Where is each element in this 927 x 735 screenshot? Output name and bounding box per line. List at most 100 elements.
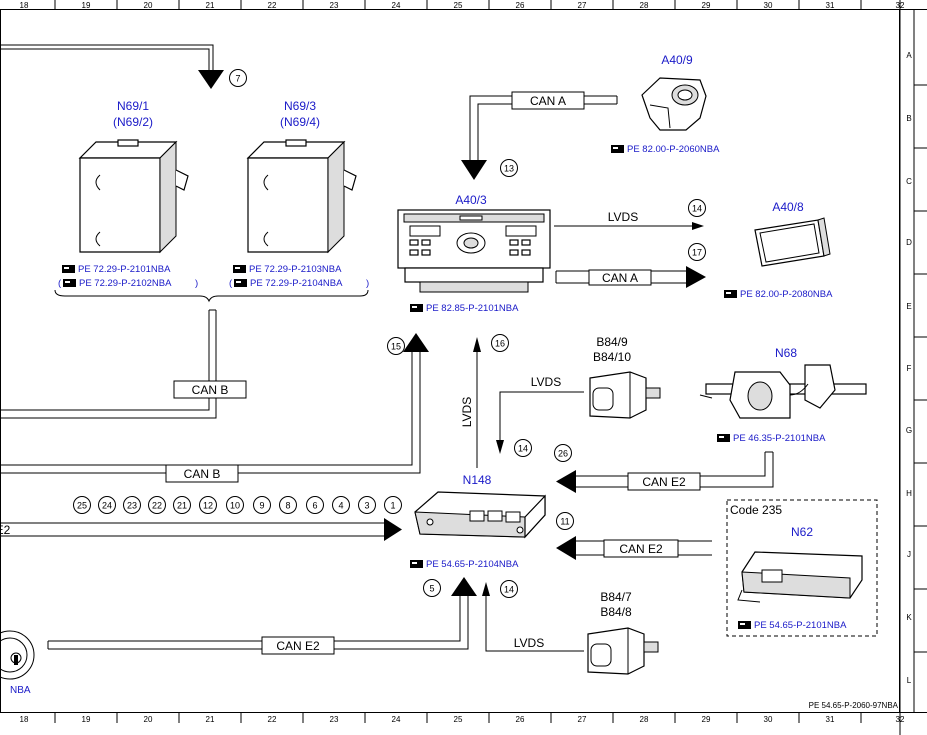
svg-text:CAN E2: CAN E2 [619, 542, 663, 556]
lvds-b84-9: LVDS [496, 375, 584, 454]
marker-17: 17 [688, 243, 706, 261]
component-n69-1: N69/1 (N69/2) PE 72.29-P-2101NBA ( PE 72… [58, 99, 198, 289]
controller-knob-icon [641, 77, 707, 131]
svg-text:28: 28 [640, 715, 649, 724]
svg-text:16: 16 [495, 339, 505, 349]
svg-text:N69/1: N69/1 [117, 99, 149, 113]
svg-text:27: 27 [578, 1, 587, 10]
marker-5: 5 [423, 579, 441, 597]
svg-text:N69/3: N69/3 [284, 99, 316, 113]
marker-14-top: 14 [688, 199, 706, 217]
svg-text:28: 28 [640, 1, 649, 10]
control-unit-icon [414, 491, 546, 539]
svg-text:G: G [906, 426, 912, 435]
component-b84-7: B84/7 B84/8 [587, 590, 659, 675]
marker-11: 11 [556, 512, 574, 530]
svg-text:3: 3 [364, 501, 369, 511]
svg-text:15: 15 [391, 342, 401, 352]
svg-text:32: 32 [896, 1, 905, 10]
svg-text:B84/9: B84/9 [596, 335, 628, 349]
svg-text:CAN E2: CAN E2 [276, 639, 320, 653]
marker-7: 7 [229, 69, 247, 87]
svg-text:5: 5 [429, 584, 434, 594]
svg-text:PE 72.29-P-2103NBA: PE 72.29-P-2103NBA [249, 264, 342, 275]
svg-text:22: 22 [268, 1, 277, 10]
svg-text:B84/10: B84/10 [593, 350, 631, 364]
svg-text:F: F [907, 364, 912, 373]
svg-text:7: 7 [235, 74, 240, 84]
svg-text:12: 12 [203, 501, 213, 511]
svg-text:(: ( [58, 278, 62, 289]
svg-text:PE 46.35-P-2101NBA: PE 46.35-P-2101NBA [733, 433, 826, 444]
svg-text:CAN A: CAN A [530, 94, 566, 108]
svg-text:A40/9: A40/9 [661, 53, 693, 67]
svg-text:E: E [906, 302, 911, 311]
svg-text:N148: N148 [463, 473, 492, 487]
svg-text:25: 25 [454, 715, 463, 724]
component-a40-8: A40/8 PE 82.00-P-2080NBA [724, 200, 833, 300]
svg-text:23: 23 [330, 1, 339, 10]
svg-text:E2: E2 [0, 523, 11, 537]
svg-text:LVDS: LVDS [460, 397, 474, 427]
bus-top-left [0, 44, 224, 89]
svg-text:K: K [906, 613, 912, 622]
svg-text:CAN B: CAN B [184, 467, 221, 481]
marker-14-bottom: 14 [500, 580, 518, 598]
svg-text:27: 27 [578, 715, 587, 724]
svg-text:CAN A: CAN A [602, 271, 638, 285]
component-b84-9: B84/9 B84/10 [589, 335, 661, 419]
svg-text:9: 9 [259, 501, 264, 511]
svg-text:23: 23 [330, 715, 339, 724]
bus-can-e2-n62: CAN E2 [556, 536, 712, 560]
svg-text:LVDS: LVDS [608, 210, 638, 224]
document-reference: PE 54.65-P-2060-97NBA [809, 701, 899, 710]
bus-can-b-lower: CAN B [0, 333, 429, 483]
svg-text:A: A [906, 51, 912, 60]
svg-text:H: H [906, 489, 912, 498]
svg-text:24: 24 [392, 715, 401, 724]
svg-text:19: 19 [82, 715, 91, 724]
svg-text:Code 235: Code 235 [730, 503, 782, 517]
svg-text:LVDS: LVDS [531, 375, 561, 389]
bus-can-a-right: CAN A [555, 266, 706, 288]
svg-text:29: 29 [702, 1, 711, 10]
svg-text:22: 22 [152, 501, 162, 511]
svg-text:24: 24 [392, 1, 401, 10]
lvds-b84-7: LVDS [482, 582, 584, 652]
svg-text:14: 14 [692, 204, 702, 214]
svg-text:PE 82.85-P-2101NBA: PE 82.85-P-2101NBA [426, 303, 519, 314]
svg-text:6: 6 [312, 501, 317, 511]
svg-text:21: 21 [177, 501, 187, 511]
svg-text:31: 31 [826, 1, 835, 10]
bundle-markers: 25 24 23 22 21 12 10 9 8 6 4 3 1 [73, 496, 402, 514]
display-icon [754, 217, 831, 267]
svg-text:LVDS: LVDS [514, 636, 544, 650]
ignition-lock-icon [0, 630, 35, 680]
svg-text:A40/8: A40/8 [772, 200, 804, 214]
row-ruler [914, 84, 927, 653]
svg-text:(N69/4): (N69/4) [280, 115, 320, 129]
head-unit-icon [397, 209, 551, 293]
bus-can-e2-bottom: CAN E2 [47, 577, 477, 655]
marker-15: 15 [387, 337, 405, 355]
svg-text:): ) [195, 278, 198, 289]
svg-text:PE 82.00-P-2080NBA: PE 82.00-P-2080NBA [740, 289, 833, 300]
svg-text:PE 54.65-P-2104NBA: PE 54.65-P-2104NBA [426, 559, 519, 570]
svg-text:B84/8: B84/8 [600, 605, 632, 619]
component-a40-9: A40/9 PE 82.00-P-2060NBA [611, 53, 720, 155]
svg-text:29: 29 [702, 715, 711, 724]
svg-text:11: 11 [560, 517, 569, 527]
svg-text:PE 72.29-P-2102NBA: PE 72.29-P-2102NBA [79, 278, 172, 289]
svg-text:32: 32 [896, 715, 905, 724]
marker-13: 13 [500, 159, 518, 177]
bus-can-a-top: CAN A [461, 91, 618, 180]
svg-text:26: 26 [516, 715, 525, 724]
svg-text:A40/3: A40/3 [455, 193, 487, 207]
component-n62: Code 235 N62 PE 54.65-P-2101NBA [726, 499, 878, 637]
marker-16: 16 [491, 334, 509, 352]
svg-text:26: 26 [516, 1, 525, 10]
lvds-a40-3-to-a40-8: LVDS [554, 210, 704, 230]
svg-text:14: 14 [504, 585, 514, 595]
